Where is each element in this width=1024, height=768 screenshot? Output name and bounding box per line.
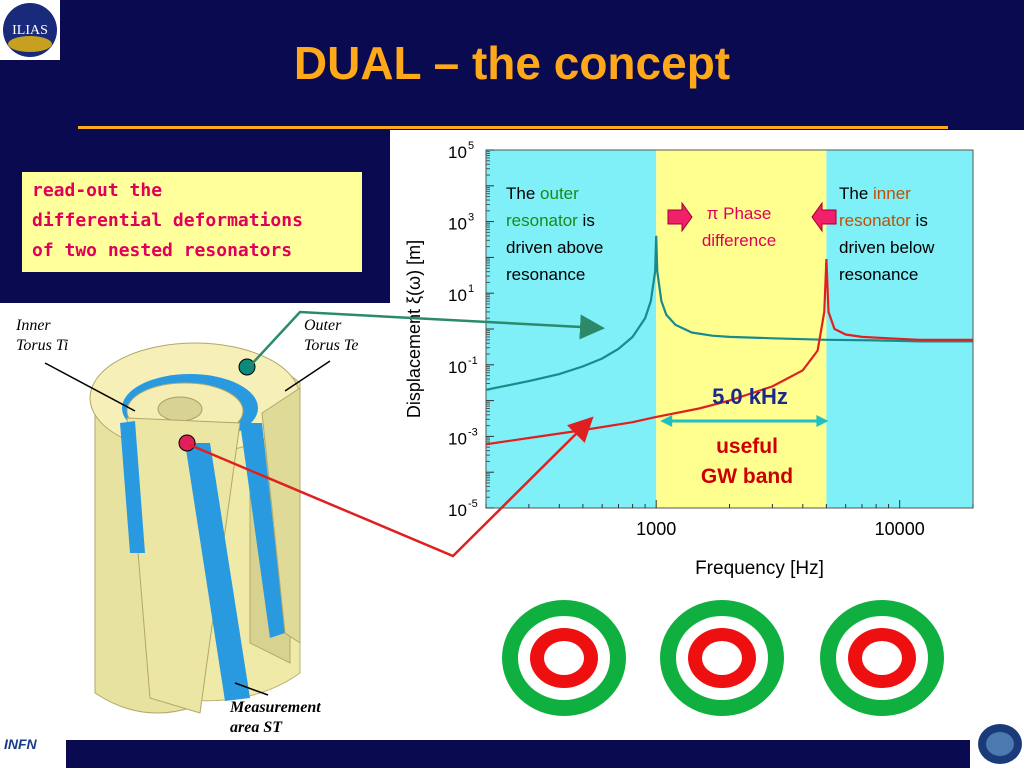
nested-resonator-illustration bbox=[44, 342, 331, 714]
gw-band-label: useful GW band bbox=[680, 432, 814, 492]
infn-logo-text: INFN bbox=[4, 736, 37, 752]
y-axis-label: Displacement ξ(ω) [m] bbox=[404, 240, 424, 418]
outer-line4: resonance bbox=[506, 265, 586, 284]
outer-torus-label: Outer Torus Te bbox=[304, 317, 359, 354]
y-tick-exponent: -3 bbox=[468, 426, 478, 438]
phase-arrow-right bbox=[811, 201, 837, 233]
outer-prefix: The bbox=[506, 184, 541, 203]
inner-prefix: The bbox=[839, 184, 874, 203]
y-tick-label: 10 bbox=[448, 358, 467, 377]
y-tick-label: 10 bbox=[448, 501, 467, 520]
phase-line1: π Phase bbox=[706, 204, 772, 223]
outer-resonator-annotation: The outer resonator is driven above reso… bbox=[506, 180, 603, 288]
title-underline bbox=[78, 126, 948, 129]
inner-word: inner bbox=[873, 184, 911, 203]
outer-res: resonator bbox=[506, 211, 578, 230]
x-tick-label: 1000 bbox=[636, 519, 676, 539]
phase-ring-icons bbox=[502, 600, 944, 716]
seal-graphic bbox=[978, 724, 1022, 764]
outer-line3: driven above bbox=[506, 238, 604, 257]
measurement-area-label: Measurement area ST bbox=[230, 699, 321, 736]
outer-word: outer bbox=[540, 184, 579, 203]
inner-torus-label: Inner Torus Ti bbox=[16, 317, 69, 354]
ilias-logo: ILIAS bbox=[0, 0, 60, 60]
ring-layer bbox=[862, 641, 902, 675]
phase-difference-annotation: π Phase difference bbox=[672, 200, 806, 254]
y-tick-exponent: 1 bbox=[468, 283, 474, 295]
ring-layer bbox=[702, 641, 742, 675]
y-tick-label: 10 bbox=[448, 429, 467, 448]
band-arrow-head-right bbox=[816, 415, 829, 427]
inner-line3: driven below bbox=[839, 238, 935, 257]
band-label1: useful bbox=[716, 435, 778, 458]
inner-res: resonator bbox=[839, 211, 911, 230]
x-tick-label: 10000 bbox=[875, 519, 925, 539]
phase-ring-0 bbox=[502, 600, 626, 716]
phase-ring-1 bbox=[660, 600, 784, 716]
series-line-1 bbox=[485, 258, 973, 446]
footer-bar bbox=[0, 740, 1024, 768]
phase-ring-2 bbox=[820, 600, 944, 716]
y-tick-exponent: 5 bbox=[468, 140, 474, 152]
phase-line2: difference bbox=[701, 231, 777, 250]
y-tick-exponent: -5 bbox=[468, 498, 478, 510]
logo-text: ILIAS bbox=[12, 23, 48, 38]
band-arrow-head-left bbox=[660, 415, 673, 427]
x-axis-label: Frequency [Hz] bbox=[695, 558, 824, 579]
band-label2: GW band bbox=[700, 465, 794, 488]
y-tick-label: 10 bbox=[448, 215, 467, 234]
infn-logo bbox=[0, 724, 66, 768]
ilias-logo-graphic: ILIAS bbox=[3, 3, 57, 57]
y-tick-exponent: -1 bbox=[468, 355, 478, 367]
y-tick-label: 10 bbox=[448, 143, 467, 162]
university-seal bbox=[970, 720, 1024, 768]
phase-arrow-left bbox=[667, 201, 693, 233]
y-tick-exponent: 3 bbox=[468, 212, 474, 224]
y-tick-label: 10 bbox=[448, 286, 467, 305]
slide-title: DUAL – the concept bbox=[293, 37, 731, 89]
inner-is: is bbox=[910, 211, 928, 230]
outer-is: is bbox=[577, 211, 595, 230]
ring-layer bbox=[544, 641, 584, 675]
inner-line4: resonance bbox=[839, 265, 919, 284]
readout-callout: read-out the differential deformations o… bbox=[22, 172, 362, 272]
frequency-band-2 bbox=[826, 150, 973, 508]
inner-resonator-annotation: The inner resonator is driven below reso… bbox=[839, 180, 934, 288]
band-width-label: 5.0 kHz bbox=[712, 384, 788, 409]
